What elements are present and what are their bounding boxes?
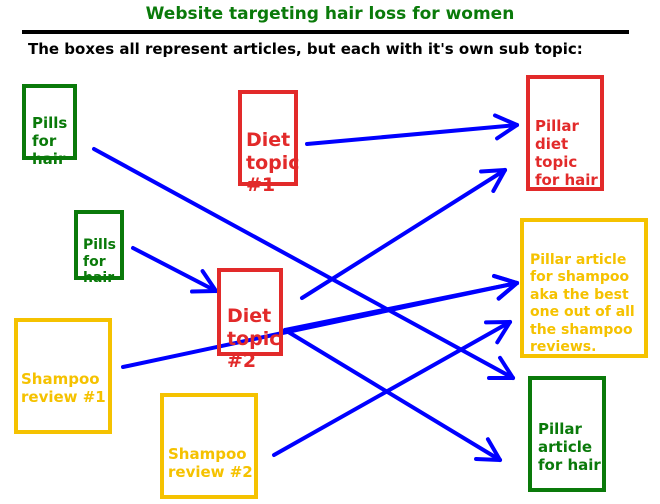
box-shampoo-review-1: Shampoo review #1	[14, 318, 112, 434]
arrow-diet2-to-pillar_shampoo	[283, 273, 519, 332]
title-underline	[22, 30, 629, 34]
arrow-shampoo1-to-pillar_shampoo	[121, 274, 519, 369]
arrow-shampoo2-to-pillar_shampoo	[272, 320, 512, 457]
box-label: Pillar diet topic for hair	[535, 117, 598, 189]
arrow-diet2-to-pillar_hair	[283, 328, 502, 462]
box-diet-topic-1: Diet topic #1	[238, 90, 300, 196]
box-label: Shampoo review #1	[21, 370, 106, 406]
arrow-pills1-to-pillar_hair	[92, 147, 515, 380]
box-pills-for-hair-2: Pills for hair	[74, 210, 124, 286]
box-label: Diet topic #2	[227, 304, 281, 373]
box-shampoo-review-2: Shampoo review #2	[160, 393, 258, 499]
box-label: Shampoo review #2	[168, 445, 253, 481]
box-pillar-hair-article: Pillar article for hair	[528, 376, 606, 492]
box-diet-topic-2: Diet topic #2	[217, 268, 283, 372]
arrow-pills2-to-diet2	[131, 246, 218, 294]
box-label: Pills for hair	[83, 236, 116, 287]
box-label: Pills for hair	[32, 114, 68, 168]
box-label: Diet topic #1	[246, 128, 300, 197]
arrow-diet2-to-pillar_diet	[300, 168, 507, 300]
box-pills-for-hair-1: Pills for hair	[22, 84, 77, 168]
box-pillar-shampoo-article: Pillar article for shampoo aka the best …	[520, 218, 648, 358]
box-label: Pillar article for hair	[538, 420, 601, 474]
diagram-subtitle: The boxes all represent articles, but ea…	[28, 40, 583, 58]
diagram-title: Website targeting hair loss for women	[145, 4, 515, 24]
box-label: Pillar article for shampoo aka the best …	[530, 251, 635, 356]
arrow-diet1-to-pillar_diet	[305, 113, 519, 146]
box-pillar-diet-topic: Pillar diet topic for hair	[526, 75, 604, 191]
